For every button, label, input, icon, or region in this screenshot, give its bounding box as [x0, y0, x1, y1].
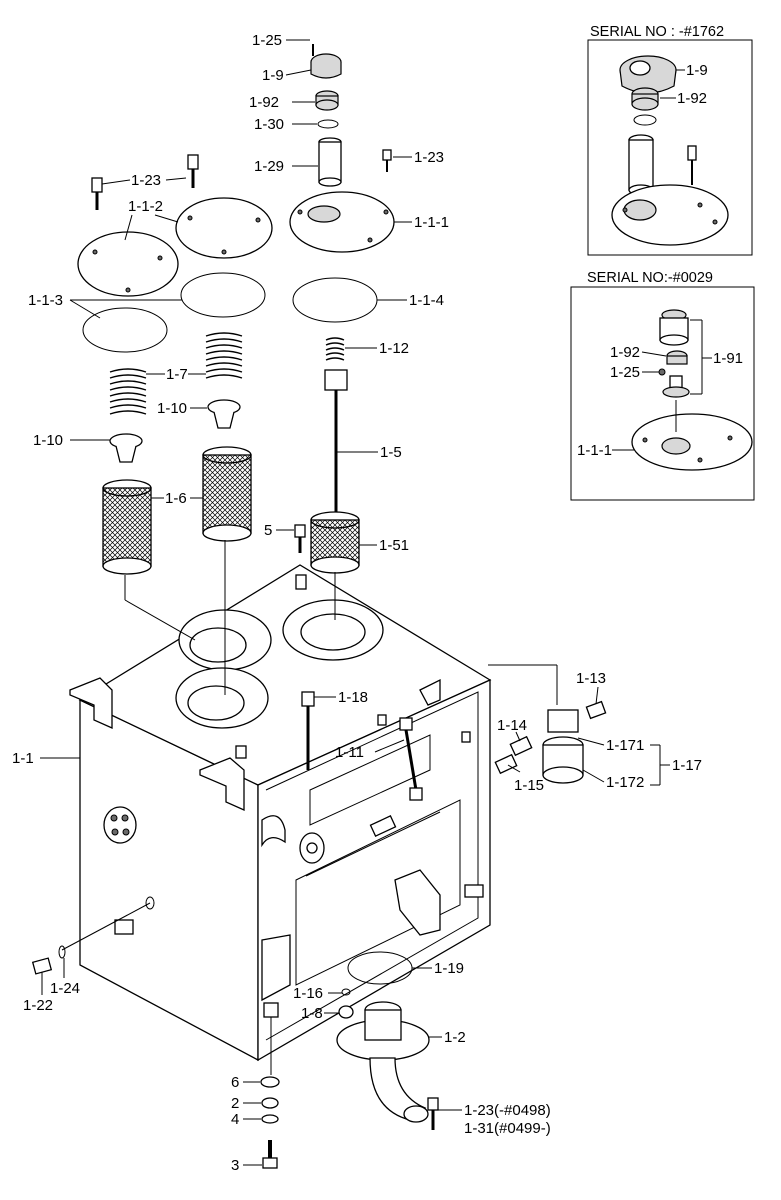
level-gauge-1-11 — [399, 717, 423, 801]
label-3: 3 — [231, 1157, 239, 1174]
label-inset-1-9: 1-9 — [686, 62, 708, 79]
cover-plate-1-1-2-pair — [77, 197, 273, 297]
label-1-23-top: 1-23 — [414, 149, 444, 166]
filters-1-6 — [102, 446, 252, 575]
label-1-16: 1-16 — [293, 985, 323, 1002]
inset-oring-part — [633, 114, 657, 126]
label-1-172: 1-172 — [606, 774, 644, 791]
label-1-2: 1-2 — [444, 1029, 466, 1046]
labels-layer: 1-25 1-9 1-92 1-30 1-29 1-23 1-23 1-1-2 … — [12, 32, 702, 1174]
valves-1-10 — [109, 399, 241, 463]
filter-assembly-1-17 — [542, 709, 584, 784]
fitting-1-8-1-16 — [338, 988, 354, 1019]
inset-serial-1762: SERIAL NO : -#1762 — [587, 24, 753, 256]
label-1-11: 1-11 — [335, 744, 364, 761]
label-1-10-left: 1-10 — [33, 432, 63, 449]
nut-1-92 — [315, 90, 339, 111]
inset2-cover-plate — [631, 413, 753, 471]
label-1-17: 1-17 — [672, 757, 702, 774]
inset-title-0029: SERIAL NO:-#0029 — [587, 270, 713, 286]
drain-plug-1-22 — [31, 945, 66, 975]
inset2-nut-part — [666, 350, 688, 365]
springs-1-7 — [109, 332, 243, 415]
label-1-23-left: 1-23 — [131, 172, 161, 189]
label-1-19: 1-19 — [434, 960, 464, 977]
label-1-18: 1-18 — [338, 689, 368, 706]
label-1-29: 1-29 — [254, 158, 284, 175]
label-1-1-3: 1-1-3 — [28, 292, 63, 309]
label-1-51: 1-51 — [379, 537, 409, 554]
inset-bolt-part — [687, 145, 697, 185]
cover-plate-1-1-1 — [289, 191, 395, 253]
bolt-1-18 — [301, 691, 315, 770]
inset2-fitting-part — [662, 375, 690, 398]
label-1-1-1: 1-1-1 — [414, 214, 449, 231]
label-inset-1-92: 1-92 — [677, 90, 707, 107]
bolt-1-23-bottom — [427, 1097, 439, 1130]
oring-1-30 — [317, 119, 339, 129]
label-1-5: 1-5 — [380, 444, 402, 461]
inset-title-1762: SERIAL NO : -#1762 — [590, 24, 724, 40]
label-5: 5 — [264, 522, 272, 539]
tube-1-29 — [318, 137, 342, 187]
label-1-14: 1-14 — [497, 717, 527, 734]
label-1-15: 1-15 — [514, 777, 544, 794]
label-1-25: 1-25 — [252, 32, 282, 49]
label-1-23-drain: 1-23(-#0498) — [464, 1102, 551, 1119]
label-4: 4 — [231, 1111, 239, 1128]
label-1-1-2: 1-1-2 — [128, 198, 163, 215]
hardware-stack — [260, 1002, 280, 1169]
suction-strainer-1-5 — [310, 369, 360, 574]
inset2-screw-part — [658, 368, 666, 376]
fittings-1-14-1-15 — [494, 735, 533, 775]
inset-nut-part — [631, 87, 659, 111]
bolt-5 — [294, 524, 306, 553]
inset-cap-part — [619, 55, 677, 94]
label-1-9: 1-9 — [262, 67, 284, 84]
breather-cap-1-9 — [310, 44, 342, 79]
label-1-1-4: 1-1-4 — [409, 292, 444, 309]
spring-1-12 — [325, 337, 345, 361]
label-1-10-right: 1-10 — [157, 400, 187, 417]
hydraulic-tank-body — [69, 564, 492, 1062]
label-1-24: 1-24 — [50, 980, 80, 997]
inset-cover-plate — [611, 184, 729, 246]
gaskets-1-1-3 — [82, 272, 266, 353]
label-1-12: 1-12 — [379, 340, 409, 357]
inset-tube-part — [628, 134, 654, 196]
label-1-171: 1-171 — [606, 737, 644, 754]
drain-elbow-1-2 — [336, 1001, 430, 1123]
bolts-1-23 — [91, 149, 392, 210]
label-inset2-1-92: 1-92 — [610, 344, 640, 361]
label-1-13: 1-13 — [576, 670, 606, 687]
sensor-bracket — [114, 896, 155, 935]
label-1-8: 1-8 — [301, 1005, 323, 1022]
fitting-1-13 — [585, 700, 607, 720]
label-1-92: 1-92 — [249, 94, 279, 111]
inset-serial-0029: SERIAL NO:-#0029 1-91 1-92 — [570, 270, 755, 501]
label-6: 6 — [231, 1074, 239, 1091]
label-inset2-1-25: 1-25 — [610, 364, 640, 381]
label-1-6: 1-6 — [165, 490, 187, 507]
label-1-7: 1-7 — [166, 366, 188, 383]
inset2-cap-part — [659, 309, 689, 346]
label-1-31: 1-31(#0499-) — [464, 1120, 551, 1137]
label-1-22: 1-22 — [23, 997, 53, 1014]
gasket-1-1-4 — [292, 277, 378, 323]
label-2: 2 — [231, 1095, 239, 1112]
label-1-1: 1-1 — [12, 750, 34, 767]
label-inset2-1-1-1: 1-1-1 — [577, 442, 612, 459]
label-1-30: 1-30 — [254, 116, 284, 133]
label-inset-1-91: 1-91 — [713, 350, 743, 367]
